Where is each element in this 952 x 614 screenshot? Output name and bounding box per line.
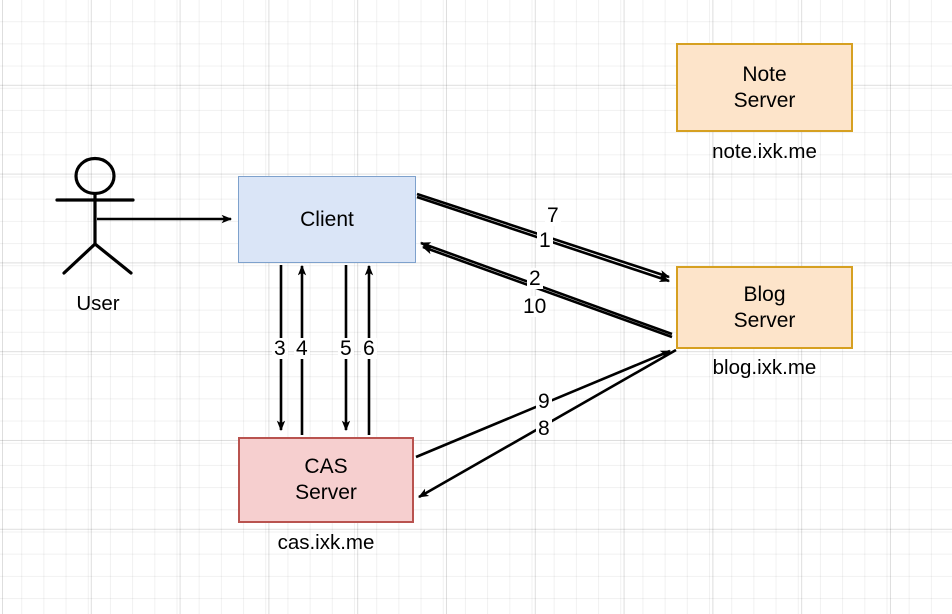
edge-label-7: 7 bbox=[545, 204, 561, 227]
edge-10-blog-to-client bbox=[421, 245, 673, 339]
edge-label-10: 10 bbox=[521, 295, 549, 318]
edge-label-4: 4 bbox=[294, 337, 310, 360]
caption-note-domain: note.ixk.me bbox=[712, 140, 817, 163]
node-client-label: Client bbox=[300, 207, 354, 231]
node-blog-label-line2: Server bbox=[733, 308, 796, 332]
user-left-leg-line bbox=[62, 242, 97, 275]
edge-label-9: 9 bbox=[536, 390, 552, 413]
user-stick-figure bbox=[55, 156, 135, 275]
node-note-label-line1: Note bbox=[742, 62, 787, 86]
node-client[interactable]: Client bbox=[238, 176, 416, 263]
edge-2-blog-to-client bbox=[419, 241, 673, 336]
edge-label-8: 8 bbox=[536, 417, 552, 440]
edge-label-1: 1 bbox=[537, 229, 553, 252]
node-cas-label-line1: CAS bbox=[304, 455, 348, 479]
edge-label-5: 5 bbox=[338, 337, 354, 360]
caption-blog-domain: blog.ixk.me bbox=[712, 356, 817, 379]
caption-user: User bbox=[76, 292, 120, 315]
node-blog-server[interactable]: Blog Server bbox=[676, 266, 853, 349]
node-note-label-line2: Server bbox=[733, 88, 796, 112]
edge-label-3: 3 bbox=[272, 337, 288, 360]
edge-label-2: 2 bbox=[527, 267, 543, 290]
user-right-leg-line bbox=[93, 242, 133, 275]
edge-label-6: 6 bbox=[361, 337, 377, 360]
node-note-server[interactable]: Note Server bbox=[676, 43, 853, 132]
node-cas-label-line2: Server bbox=[295, 481, 357, 504]
user-head-icon bbox=[74, 156, 116, 196]
caption-cas-domain: cas.ixk.me bbox=[277, 531, 375, 554]
node-blog-label-line1: Blog bbox=[743, 282, 786, 306]
node-cas-server[interactable]: CAS Server bbox=[238, 437, 414, 523]
